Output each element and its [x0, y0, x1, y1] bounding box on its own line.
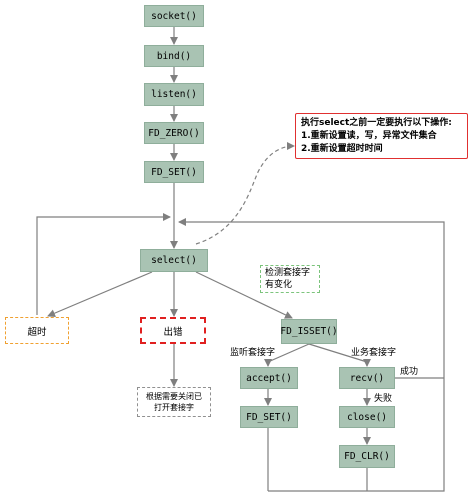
node-listen: listen()	[144, 83, 204, 106]
edge-note-curve	[195, 142, 295, 245]
node-select: select()	[140, 249, 208, 272]
detect-line1: 检测套接字	[265, 268, 311, 278]
node-fd-clr: FD_CLR()	[339, 445, 395, 468]
error-note: 根据需要关闭已 打开套接字	[137, 387, 211, 417]
error-note-line2: 打开套接字	[154, 403, 194, 412]
detect-box: 检测套接字 有变化	[260, 265, 320, 293]
node-close: close()	[339, 406, 395, 428]
label-business-socket: 业务套接字	[351, 348, 397, 358]
edge-bottom-return	[268, 378, 445, 492]
node-socket: socket()	[144, 5, 204, 27]
label-listen-socket: 监听套接字	[230, 348, 276, 358]
edge-fdisset-accept	[264, 343, 310, 367]
note-line2: 2.重新设置超时时间	[301, 143, 383, 154]
node-fd-zero: FD_ZERO()	[144, 122, 204, 144]
edge-fdisset-recv	[308, 343, 371, 367]
node-fd-set-bottom: FD_SET()	[240, 406, 298, 428]
detect-line2: 有变化	[265, 280, 293, 290]
node-bind: bind()	[144, 45, 204, 67]
note-line1: 1.重新设置读，写，异常文件集合	[301, 130, 437, 141]
node-timeout: 超时	[5, 317, 69, 344]
edge-select-timeout	[47, 271, 153, 317]
label-success: 成功	[400, 367, 419, 377]
note-title: 执行select之前一定要执行以下操作:	[301, 117, 452, 128]
edge-select-fdisset	[195, 271, 293, 319]
label-fail: 失败	[374, 394, 393, 404]
edge-timeout-loop	[36, 213, 171, 315]
node-error: 出错	[140, 317, 206, 344]
node-accept: accept()	[240, 367, 298, 389]
select-note: 执行select之前一定要执行以下操作: 1.重新设置读，写，异常文件集合 2.…	[295, 113, 468, 159]
node-recv: recv()	[339, 367, 395, 389]
edge-right-loop	[178, 218, 445, 378]
node-fd-set-top: FD_SET()	[144, 161, 204, 183]
error-note-line1: 根据需要关闭已	[146, 392, 202, 401]
node-fd-isset: FD_ISSET()	[280, 319, 338, 344]
